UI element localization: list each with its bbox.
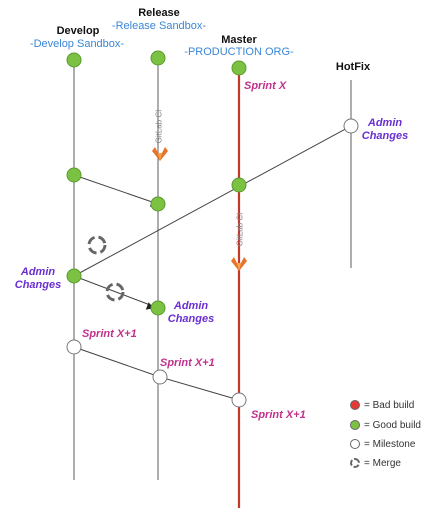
good-build-node: [66, 52, 82, 68]
master-branch-title: Master: [221, 34, 257, 46]
good-build-node: [150, 300, 166, 316]
hotfix-admin-changes-text: Admin Changes: [361, 117, 409, 142]
develop-admin-changes-text: Admin Changes: [14, 266, 62, 291]
master-sprint-x1-label: Sprint X+1: [251, 409, 306, 421]
good-build-node: [150, 196, 166, 212]
good-build-node: [231, 60, 247, 76]
merge-line-hotfix-to-develop: [73, 125, 352, 277]
legend-label: = Milestone: [364, 438, 416, 450]
milestone-legend-icon: [350, 439, 360, 449]
milestone-node: [231, 392, 247, 408]
release-sprint-x1-label: Sprint X+1: [160, 357, 215, 369]
legend-good-build: = Good build: [350, 418, 421, 432]
merge-line-release-to-master: [159, 376, 240, 401]
legend-merge: = Merge: [350, 456, 401, 470]
legend-label: = Good build: [364, 419, 421, 431]
release-gitlab-ci-label: GitLab CI: [154, 109, 164, 144]
merge-icon-2: [105, 282, 125, 302]
master-org-label: -PRODUCTION ORG-: [184, 46, 294, 58]
develop-branch-title: Develop: [56, 25, 100, 37]
develop-sprint-x1-label: Sprint X+1: [82, 328, 137, 340]
gitlab-icon-master: [231, 257, 247, 271]
bad-build-legend-icon: [350, 400, 360, 410]
good-build-node: [66, 268, 82, 284]
sprint-x-label: Sprint X: [244, 80, 287, 92]
good-build-node: [231, 177, 247, 193]
release-branch-title: Release: [138, 7, 180, 19]
merge-line-develop-milestone-to-release: [73, 346, 161, 378]
good-build-node: [66, 167, 82, 183]
hotfix-branch-title: HotFix: [335, 61, 371, 73]
milestone-node: [343, 118, 359, 134]
legend-label: = Merge: [364, 457, 401, 469]
legend-label: = Bad build: [364, 399, 415, 411]
develop-admin-changes-label: Admin Changes: [10, 266, 66, 292]
release-org-label: -Release Sandbox-: [111, 20, 207, 32]
merge-legend-icon: [350, 458, 360, 468]
release-admin-changes-text: Admin Changes: [167, 300, 215, 325]
merge-line-develop-to-release-2: [73, 275, 159, 309]
milestone-node: [66, 339, 82, 355]
good-build-node: [150, 50, 166, 66]
legend-bad-build: = Bad build: [350, 398, 414, 412]
develop-org-label: -Develop Sandbox-: [29, 38, 125, 50]
milestone-node: [152, 369, 168, 385]
master-gitlab-ci-label: GitLab CI: [235, 212, 245, 247]
merge-line-develop-to-release: [73, 174, 159, 205]
merge-icon-1: [87, 235, 107, 255]
release-admin-changes-label: Admin Changes: [163, 300, 219, 326]
good-build-legend-icon: [350, 420, 360, 430]
legend-milestone: = Milestone: [350, 437, 415, 451]
hotfix-admin-changes-label: Admin Changes: [357, 117, 413, 143]
gitlab-icon-release: [152, 147, 168, 161]
